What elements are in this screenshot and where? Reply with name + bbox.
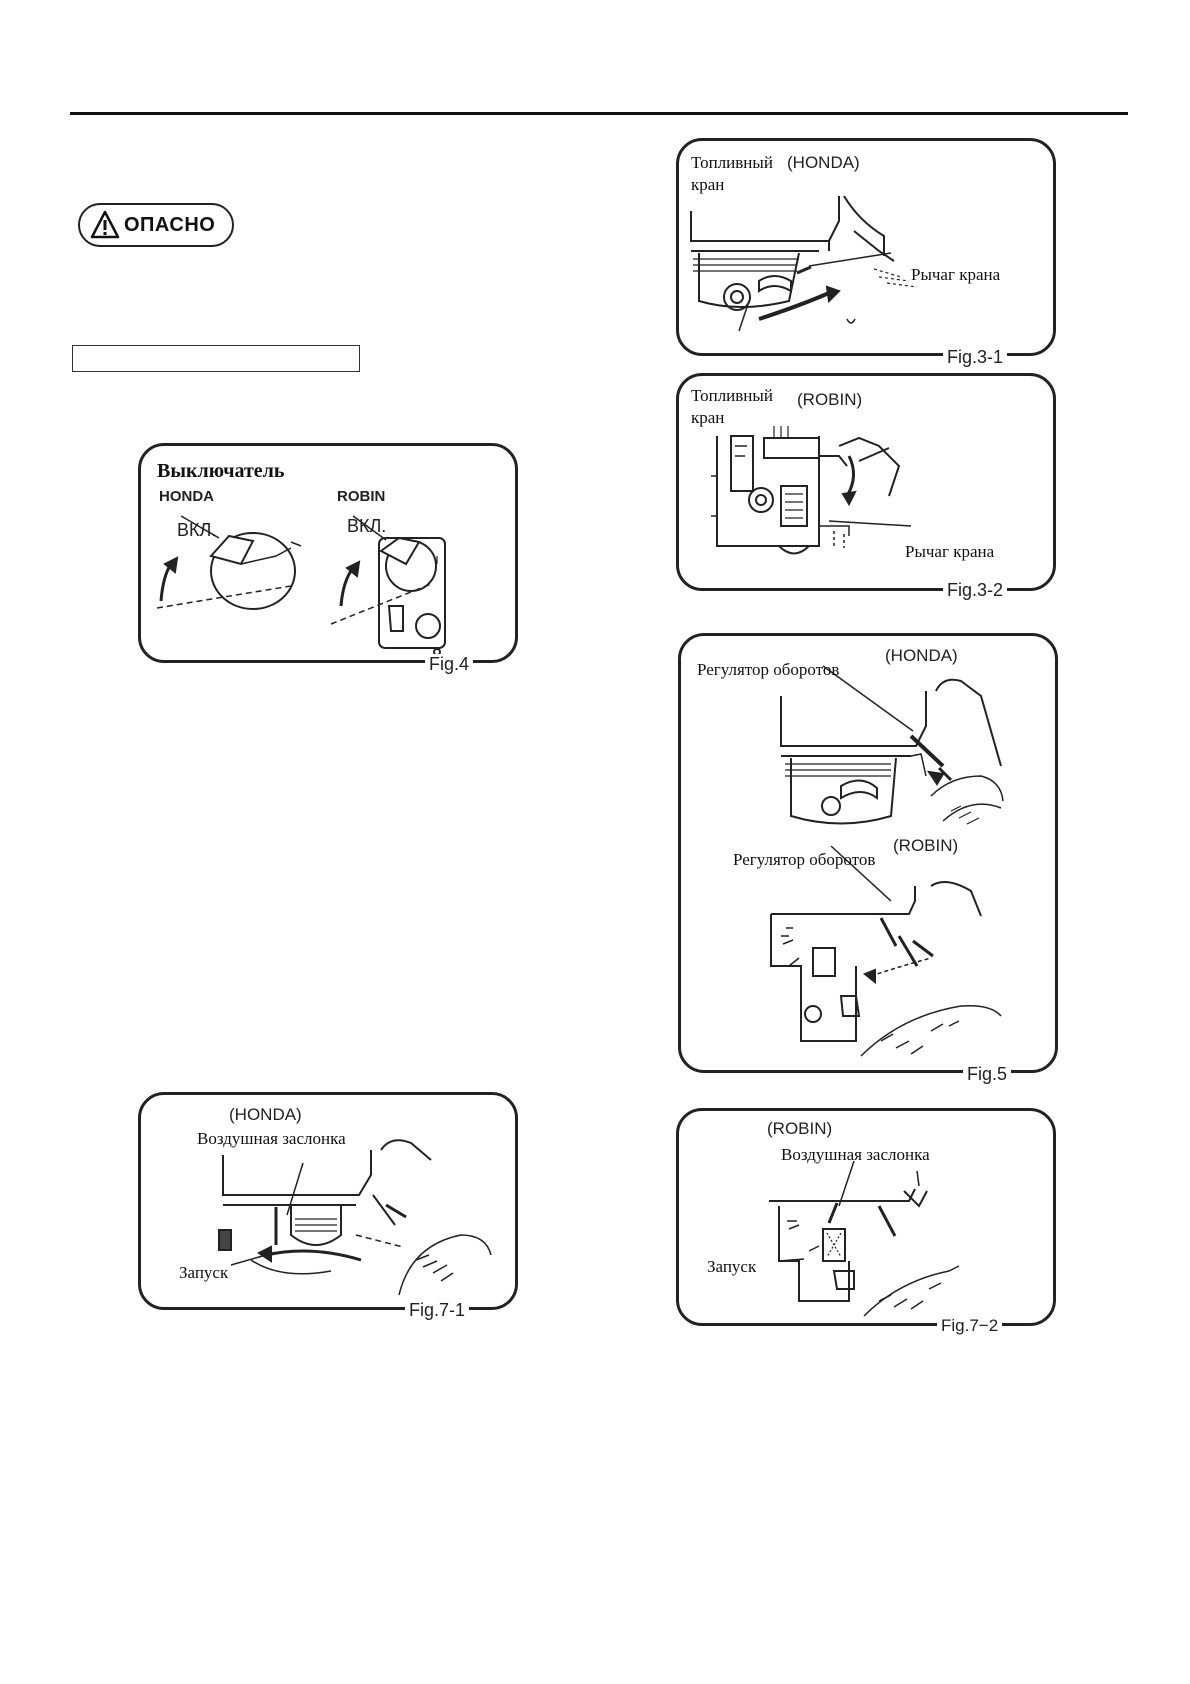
- fig7-2-start-label: Запуск: [707, 1257, 757, 1276]
- choke-honda-drawing: [218, 1139, 492, 1296]
- fig5-label-robin: Регулятор оборотов: [733, 850, 876, 869]
- fuel-valve-honda-drawing: [690, 195, 918, 332]
- fig5-label-honda: Регулятор оборотов: [697, 660, 840, 679]
- fig3-1-title: Топливный: [691, 153, 773, 172]
- danger-badge: ОПАСНО: [78, 203, 234, 247]
- choke-robin-drawing: [769, 1160, 960, 1317]
- fig4-robin-label: ROBIN: [337, 488, 386, 505]
- fig7-2-brand: (ROBIN): [767, 1119, 833, 1138]
- fig3-2-lever-label: Рычаг крана: [905, 542, 995, 561]
- fig4-number: Fig.4: [425, 654, 474, 675]
- fig7-1-start-label: Запуск: [179, 1263, 229, 1282]
- fig7-1-number: Fig.7-1: [405, 1300, 470, 1321]
- fig4-on-robin: ВКЛ.: [347, 516, 387, 536]
- figure-5: (HONDA) Регулятор оборотов (ROBIN) Регул…: [678, 633, 1058, 1085]
- fig4-title: Выключатель: [157, 460, 285, 482]
- fig3-2-title-line2: кран: [691, 408, 725, 427]
- danger-label: ОПАСНО: [124, 213, 216, 236]
- figure-7-2: (ROBIN) Воздушная заслонка Запуск Fig.7−…: [676, 1108, 1056, 1336]
- fig3-1-brand: (HONDA): [787, 153, 860, 172]
- fig7-1-choke-label: Воздушная заслонка: [197, 1129, 346, 1148]
- fig4-honda-label: HONDA: [159, 488, 214, 505]
- engine-switch-drawing: [156, 515, 446, 656]
- fig3-2-number: Fig.3-2: [943, 580, 1008, 601]
- fig7-2-number: Fig.7−2: [937, 1316, 1003, 1336]
- figure-4: Выключатель HONDA ROBIN ВКЛ. ВКЛ. Fig.4: [138, 443, 518, 675]
- fig4-on-honda: ВКЛ.: [177, 520, 217, 540]
- speed-control-drawing: [770, 665, 1004, 1057]
- fig3-1-number: Fig.3-1: [943, 347, 1008, 368]
- fig3-1-title-line2: кран: [691, 175, 725, 194]
- fig7-2-choke-label: Воздушная заслонка: [781, 1145, 930, 1164]
- fig3-2-title: Топливный: [691, 386, 773, 405]
- figure-3-2: Топливный (ROBIN) кран Рычаг крана Fig.3…: [676, 373, 1056, 601]
- fuel-valve-robin-drawing: [711, 426, 912, 555]
- fig5-brand-robin: (ROBIN): [893, 836, 959, 855]
- figure-7-1: (HONDA) Воздушная заслонка Запуск Fig.7-…: [138, 1092, 518, 1321]
- fig5-number: Fig.5: [963, 1064, 1012, 1085]
- fig3-2-brand: (ROBIN): [797, 390, 863, 409]
- fig3-1-lever-label: Рычаг крана: [911, 265, 1001, 284]
- warning-triangle-icon: [90, 210, 120, 239]
- fig5-brand-honda: (HONDA): [885, 646, 958, 665]
- figure-3-1: Топливный (HONDA) кран Рычаг крана Fig.3…: [676, 138, 1056, 368]
- fig7-1-brand: (HONDA): [229, 1105, 302, 1124]
- empty-caption-box: [72, 345, 360, 372]
- header-rule: [70, 112, 1128, 115]
